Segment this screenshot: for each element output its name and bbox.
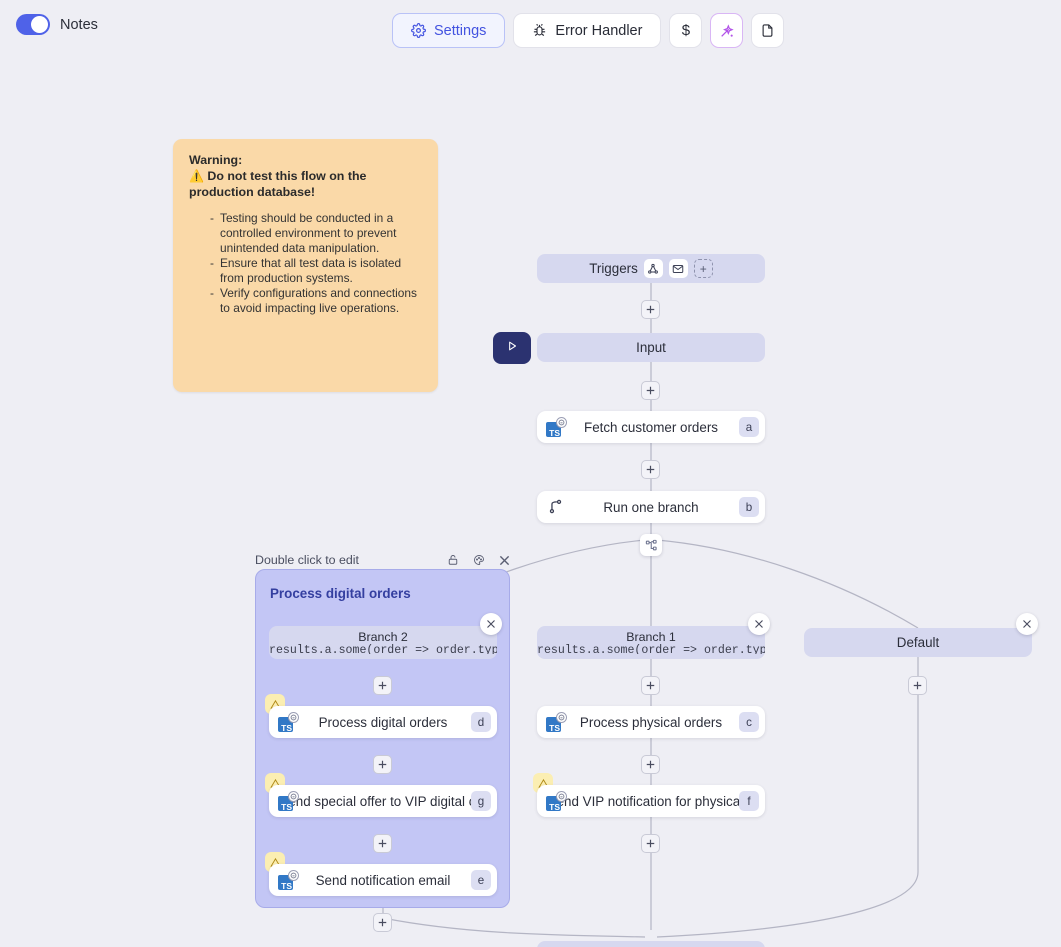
node-key-badge: c [739,712,759,732]
warning-emoji: ⚠️ [189,169,204,183]
node-key-badge: f [739,791,759,811]
note-title: Warning: ⚠️ Do not test this flow on the… [189,153,422,201]
node-process-physical-orders[interactable]: TS Process physical orders c [537,706,765,738]
add-node-plus[interactable] [641,676,660,695]
node-fetch-customer-orders[interactable]: TS Fetch customer orders a [537,411,765,443]
triggers-label: Triggers [589,261,638,276]
branch-name: Branch 2 [358,630,408,644]
node-key-badge: a [739,417,759,437]
branch-name: Branch 1 [626,630,676,644]
add-node-plus[interactable] [908,676,927,695]
node-label: Send VIP notification for physical... [548,794,755,809]
group-container-digital-orders[interactable] [255,569,510,908]
node-run-one-branch[interactable]: Run one branch b [537,491,765,523]
node-key-badge: g [471,791,491,811]
play-icon [505,339,519,358]
webhook-icon[interactable] [644,259,663,278]
add-node-plus[interactable] [641,381,660,400]
lock-icon[interactable] [447,554,459,566]
branch-icon [547,498,564,518]
group-title: Process digital orders [270,586,411,601]
branch-node-branch-1[interactable]: Branch 1 results.a.some(order => order.t… [537,626,765,659]
merge-node-partial[interactable] [537,941,765,947]
node-label: Process digital orders [319,715,448,730]
group-header: Double click to edit [255,551,510,569]
group-edit-hint: Double click to edit [255,553,359,567]
run-flow-button[interactable] [493,332,531,364]
triggers-node[interactable]: Triggers + [537,254,765,283]
node-key-badge: d [471,712,491,732]
remove-branch-1-button[interactable] [748,613,770,635]
palette-icon[interactable] [473,554,485,566]
branch-expression: results.a.some(order => order.type [537,644,765,654]
add-node-plus[interactable] [373,755,392,774]
warning-note-card[interactable]: Warning: ⚠️ Do not test this flow on the… [173,139,438,392]
node-key-badge: b [739,497,759,517]
note-bullet-list: Testing should be conducted in a control… [211,211,422,316]
typescript-icon: TS [278,793,297,812]
add-node-plus[interactable] [641,460,660,479]
node-process-digital-orders[interactable]: TS Process digital orders d [269,706,497,738]
node-label: Send special offer to VIP digital c... [279,794,486,809]
input-label: Input [636,340,666,355]
remove-branch-2-button[interactable] [480,613,502,635]
input-node[interactable]: Input [537,333,765,362]
remove-default-branch-button[interactable] [1016,613,1038,635]
node-label: Send notification email [316,873,451,888]
node-send-special-offer-vip[interactable]: TS Send special offer to VIP digital c..… [269,785,497,817]
branch-node-branch-2[interactable]: Branch 2 results.a.some(order => order.t… [269,626,497,659]
add-node-plus[interactable] [373,913,392,932]
node-key-badge: e [471,870,491,890]
branch-split-icon[interactable] [640,534,662,556]
add-node-plus[interactable] [641,300,660,319]
node-label: Process physical orders [580,715,722,730]
add-node-plus[interactable] [641,755,660,774]
add-trigger-button[interactable]: + [694,259,713,278]
add-node-plus[interactable] [641,834,660,853]
typescript-icon: TS [278,714,297,733]
node-label: Fetch customer orders [584,420,718,435]
list-item: Testing should be conducted in a control… [211,211,422,256]
typescript-icon: TS [546,793,565,812]
node-label: Run one branch [603,500,698,515]
typescript-icon: TS [278,872,297,891]
node-send-notification-email[interactable]: TS Send notification email e [269,864,497,896]
branch-node-default[interactable]: Default [804,628,1032,657]
branch-name: Default [897,635,939,650]
list-item: Ensure that all test data is isolated fr… [211,256,422,286]
add-node-plus[interactable] [373,834,392,853]
add-node-plus[interactable] [373,676,392,695]
list-item: Verify configurations and connections to… [211,286,422,316]
node-send-vip-notification-physical[interactable]: TS Send VIP notification for physical...… [537,785,765,817]
typescript-icon: TS [546,714,565,733]
close-icon[interactable] [499,555,510,566]
typescript-icon: TS [546,419,565,438]
email-icon[interactable] [669,259,688,278]
branch-expression: results.a.some(order => order.type [269,644,497,654]
